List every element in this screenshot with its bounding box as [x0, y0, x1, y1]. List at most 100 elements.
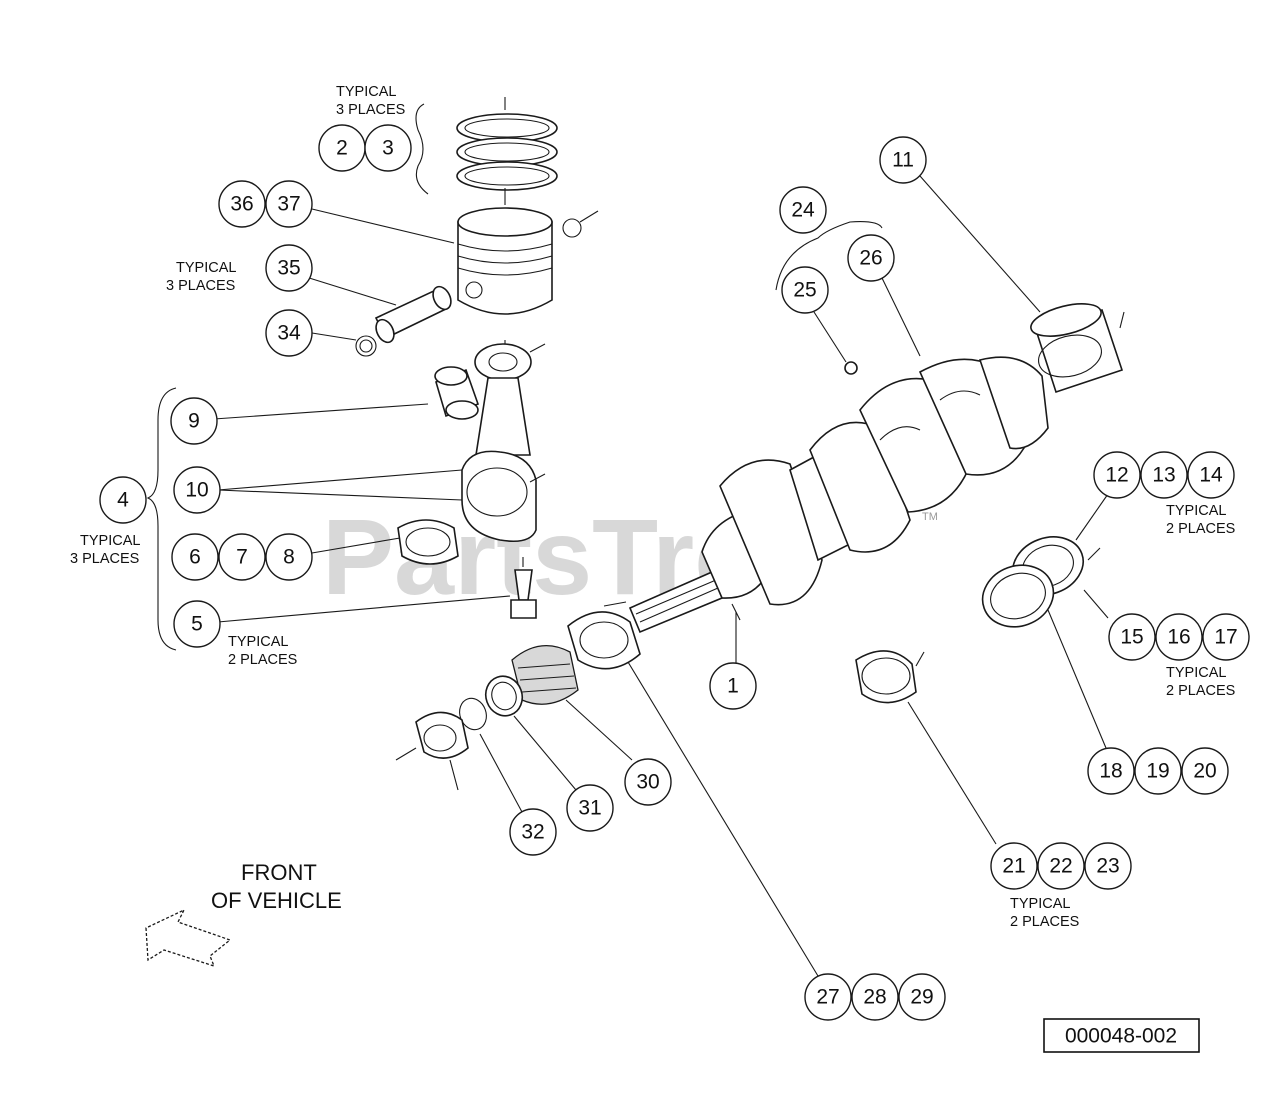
svg-text:3 PLACES: 3 PLACES: [336, 102, 405, 118]
note-typical-rings: TYPICAL 3 PLACES: [336, 84, 405, 118]
svg-text:29: 29: [910, 986, 933, 1009]
svg-text:30: 30: [636, 771, 659, 794]
svg-text:10: 10: [185, 479, 208, 502]
front-bearing: [567, 611, 641, 670]
callout-24[interactable]: 24: [779, 186, 827, 234]
callout-1[interactable]: 1: [709, 662, 757, 710]
callout-36[interactable]: 36: [218, 180, 266, 228]
piston-pin-clip-right: [562, 210, 599, 238]
rod-bearing: [397, 519, 459, 565]
svg-text:11: 11: [892, 149, 914, 172]
callout-20[interactable]: 20: [1181, 747, 1229, 795]
end-bearing: [395, 711, 469, 791]
svg-text:2 PLACES: 2 PLACES: [1010, 914, 1079, 930]
front-of-vehicle-label: FRONT OF VEHICLE: [211, 860, 342, 913]
callout-11[interactable]: 11: [879, 136, 927, 184]
svg-text:3 PLACES: 3 PLACES: [166, 278, 235, 294]
svg-text:3: 3: [382, 137, 394, 160]
svg-text:19: 19: [1146, 760, 1169, 783]
callout-14[interactable]: 14: [1187, 451, 1235, 499]
svg-text:OF VEHICLE: OF VEHICLE: [211, 888, 342, 913]
callout-37[interactable]: 37: [265, 180, 313, 228]
note-typical-bolt: TYPICAL 2 PLACES: [228, 634, 297, 668]
svg-text:7: 7: [236, 546, 248, 569]
svg-text:TYPICAL: TYPICAL: [1010, 896, 1070, 912]
svg-text:12: 12: [1105, 464, 1128, 487]
callout-29[interactable]: 29: [898, 973, 946, 1021]
svg-text:32: 32: [521, 821, 544, 844]
svg-text:34: 34: [277, 322, 301, 345]
callout-17[interactable]: 17: [1202, 613, 1250, 661]
bracket-rings: [415, 103, 429, 195]
svg-text:FRONT: FRONT: [241, 860, 317, 885]
gear: [511, 645, 579, 705]
note-typical-15-17: TYPICAL 2 PLACES: [1166, 665, 1235, 699]
ball: [844, 361, 858, 375]
svg-text:1: 1: [727, 675, 739, 698]
svg-text:9: 9: [188, 410, 200, 433]
callout-28[interactable]: 28: [851, 973, 899, 1021]
callout-23[interactable]: 23: [1084, 842, 1132, 890]
svg-text:TYPICAL: TYPICAL: [80, 533, 140, 549]
svg-text:13: 13: [1152, 464, 1175, 487]
callout-6[interactable]: 6: [171, 533, 219, 581]
leader-lines: [213, 175, 1109, 977]
connecting-rod: [461, 340, 546, 543]
spacer-ring: [484, 675, 524, 717]
svg-text:TYPICAL: TYPICAL: [176, 260, 236, 276]
seal-assembly-right: [981, 536, 1101, 628]
callout-18[interactable]: 18: [1087, 747, 1135, 795]
callout-2[interactable]: 2: [318, 124, 366, 172]
svg-text:21: 21: [1002, 855, 1025, 878]
front-arrow-icon: [145, 908, 232, 968]
svg-text:18: 18: [1099, 760, 1122, 783]
svg-text:36: 36: [230, 193, 253, 216]
svg-text:37: 37: [277, 193, 300, 216]
callout-22[interactable]: 22: [1037, 842, 1085, 890]
callout-5[interactable]: 5: [173, 600, 221, 648]
callout-35[interactable]: 35: [265, 244, 313, 292]
callout-9[interactable]: 9: [170, 397, 218, 445]
svg-text:20: 20: [1193, 760, 1216, 783]
callout-32[interactable]: 32: [509, 808, 557, 856]
svg-text:14: 14: [1199, 464, 1223, 487]
callout-19[interactable]: 19: [1134, 747, 1182, 795]
callout-25[interactable]: 25: [781, 266, 829, 314]
callout-15[interactable]: 15: [1108, 613, 1156, 661]
callout-10[interactable]: 10: [173, 466, 221, 514]
svg-text:26: 26: [859, 247, 882, 270]
svg-text:31: 31: [578, 797, 601, 820]
callout-26[interactable]: 26: [847, 234, 895, 282]
callout-34[interactable]: 34: [265, 309, 313, 357]
piston-pin-clip-left: [355, 335, 377, 357]
piston-rings: [456, 97, 558, 191]
callout-16[interactable]: 16: [1155, 613, 1203, 661]
crank-bearing-rear: [1030, 303, 1125, 394]
callout-30[interactable]: 30: [624, 758, 672, 806]
callout-12[interactable]: 12: [1093, 451, 1141, 499]
svg-text:27: 27: [816, 986, 839, 1009]
svg-text:17: 17: [1214, 626, 1237, 649]
callout-13[interactable]: 13: [1140, 451, 1188, 499]
svg-text:15: 15: [1120, 626, 1143, 649]
piston-pin: [374, 285, 452, 344]
note-typical-12-14: TYPICAL 2 PLACES: [1166, 503, 1235, 537]
note-typical-21-23: TYPICAL 2 PLACES: [1010, 896, 1079, 930]
document-number: 000048-002: [1043, 1018, 1200, 1053]
svg-text:TYPICAL: TYPICAL: [1166, 665, 1226, 681]
callout-4[interactable]: 4: [99, 476, 147, 524]
bracket-24-25: [775, 221, 883, 291]
callout-8[interactable]: 8: [265, 533, 313, 581]
callout-3[interactable]: 3: [364, 124, 412, 172]
svg-text:TYPICAL: TYPICAL: [336, 84, 396, 100]
svg-text:5: 5: [191, 613, 203, 636]
watermark-tm: TM: [922, 511, 938, 523]
callout-7[interactable]: 7: [218, 533, 266, 581]
callout-31[interactable]: 31: [566, 784, 614, 832]
rod-bolt: [510, 557, 537, 619]
svg-text:28: 28: [863, 986, 886, 1009]
callouts: 1 2 3 4 5 6 7 8 9 10 11 12 13 14 15 16 1…: [99, 124, 1250, 1021]
callout-27[interactable]: 27: [804, 973, 852, 1021]
callout-21[interactable]: 21: [990, 842, 1038, 890]
